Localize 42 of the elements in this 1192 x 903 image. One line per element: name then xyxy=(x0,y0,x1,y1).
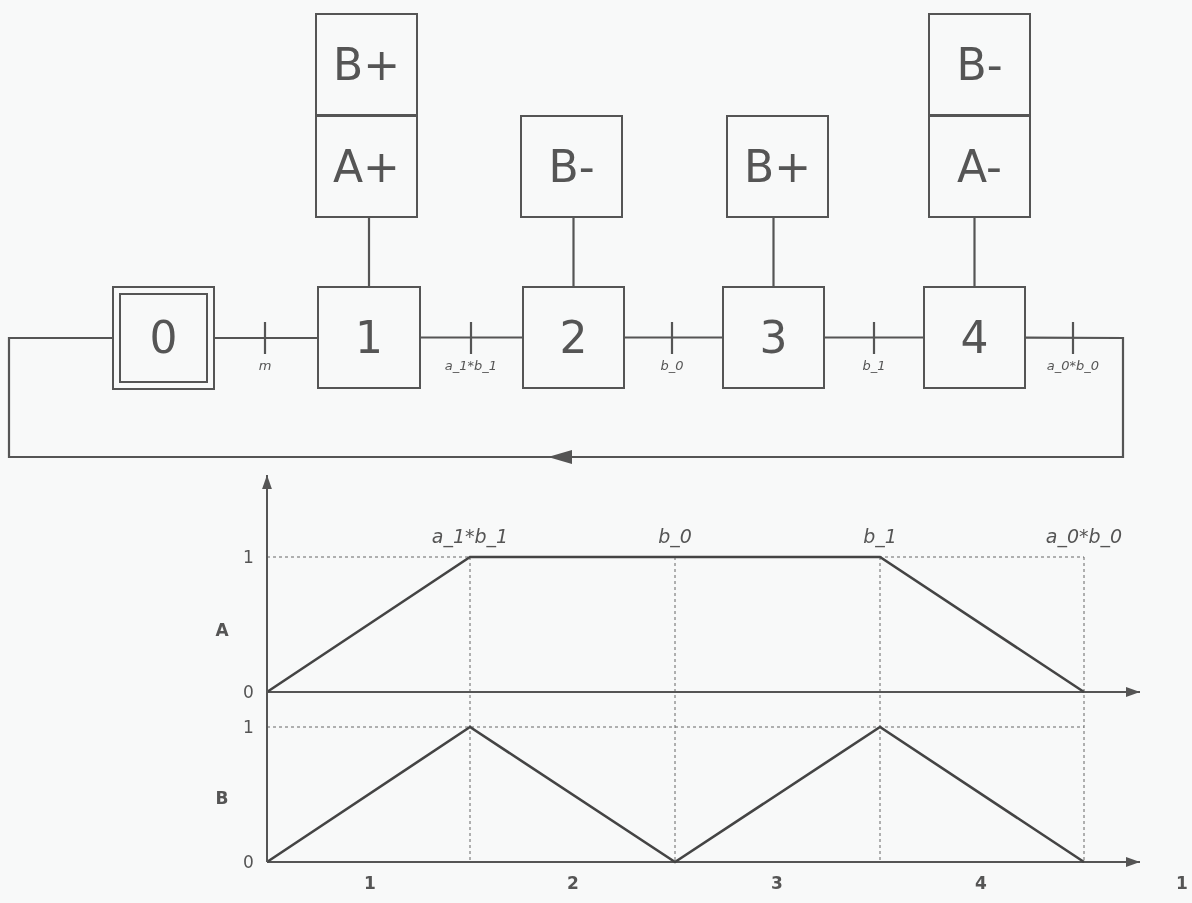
step-label: 1 xyxy=(355,315,383,360)
axis-tick-label: 0 xyxy=(243,851,254,872)
step-label: B- xyxy=(548,144,595,189)
action-box xyxy=(315,115,418,218)
step-label: 4 xyxy=(960,315,989,360)
axis-tick-label: 1 xyxy=(243,546,254,567)
action-box xyxy=(928,13,1031,116)
axis-label: 1 xyxy=(364,872,376,893)
transition-condition: a_0*b_0 xyxy=(1046,358,1100,374)
step-label: B+ xyxy=(743,144,812,189)
transition-condition: b_1 xyxy=(863,524,897,547)
axis-tick-label: 1 xyxy=(243,716,254,737)
step-label: A+ xyxy=(333,144,400,189)
step-label: 2 xyxy=(559,315,588,360)
transition-condition: a_0*b_0 xyxy=(1045,524,1123,547)
step-label: A- xyxy=(957,144,1002,189)
axis-label: A xyxy=(215,619,229,640)
transition-condition: b_1 xyxy=(862,358,886,374)
axis-label: 3 xyxy=(771,872,783,893)
step-label: 3 xyxy=(759,315,788,360)
step-box xyxy=(722,286,825,389)
action-box xyxy=(928,115,1031,218)
step-box xyxy=(317,286,421,389)
axis-label: 2 xyxy=(567,872,579,893)
step-label: B- xyxy=(956,42,1003,87)
transition-condition: b_0 xyxy=(660,358,684,374)
axis-label: 1 xyxy=(1176,872,1188,893)
step-label: 0 xyxy=(149,316,178,360)
action-box xyxy=(726,115,829,218)
action-box xyxy=(520,115,623,218)
transition-condition: m xyxy=(258,358,272,374)
step-box xyxy=(923,286,1026,389)
axis-label: B xyxy=(215,787,229,808)
axis-label: 4 xyxy=(975,872,987,893)
transition-condition: a_1*b_1 xyxy=(431,524,509,547)
axis-tick-label: 0 xyxy=(243,681,254,702)
transition-condition: b_0 xyxy=(658,524,692,547)
action-box xyxy=(315,13,418,116)
step-label: B+ xyxy=(332,42,401,87)
initial-step-box xyxy=(112,286,215,390)
step-box xyxy=(522,286,625,389)
transition-condition: a_1*b_1 xyxy=(444,358,498,374)
